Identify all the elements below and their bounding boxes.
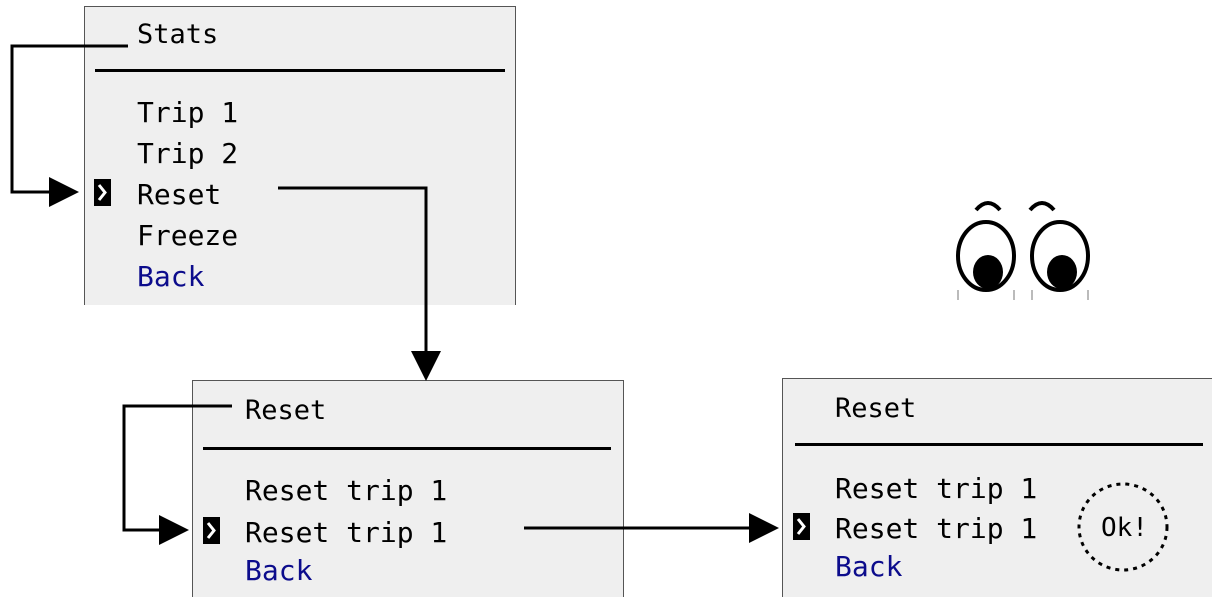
lcd-screen-reset-confirmed: Reset Reset trip 1 Reset trip 1 Back Ok! [782, 378, 1212, 597]
menu-item-back[interactable]: Back [245, 554, 313, 587]
confirmation-dotted-circle [1077, 482, 1169, 572]
screen-title: Reset [245, 395, 327, 426]
confirmation-ok-text: Ok! [1101, 513, 1148, 543]
lcd-screen-stats: Stats Trip 1 Trip 2 Reset Freeze Back [84, 6, 516, 305]
looking-eyes-icon [956, 201, 1090, 300]
menu-item-back[interactable]: Back [137, 260, 205, 293]
menu-item-reset-trip-selected[interactable]: Reset trip 1 [245, 516, 448, 549]
chevron-right-cursor-icon [94, 179, 111, 206]
chevron-right-cursor-icon [793, 513, 810, 540]
menu-item-reset[interactable]: Reset [137, 178, 222, 211]
menu-item-trip-1[interactable]: Trip 1 [137, 96, 239, 129]
arrow-open-reset [278, 186, 441, 381]
arrow-enter-reset [122, 404, 232, 545]
chevron-right-cursor-icon [203, 517, 220, 544]
menu-item-freeze[interactable]: Freeze [137, 219, 239, 252]
screen-title: Reset [835, 393, 917, 424]
menu-item-reset-trip-selected[interactable]: Reset trip 1 [835, 512, 1038, 545]
screen-title: Stats [137, 19, 219, 50]
arrow-enter-stats [10, 44, 128, 207]
menu-item-reset-trip-1[interactable]: Reset trip 1 [245, 474, 448, 507]
menu-item-reset-trip-1[interactable]: Reset trip 1 [835, 472, 1038, 505]
title-divider [95, 69, 505, 72]
menu-item-trip-2[interactable]: Trip 2 [137, 137, 239, 170]
lcd-screen-reset: Reset Reset trip 1 Reset trip 1 Back [192, 380, 624, 597]
title-divider [203, 447, 611, 450]
title-divider [795, 443, 1203, 446]
menu-item-back[interactable]: Back [835, 550, 903, 583]
